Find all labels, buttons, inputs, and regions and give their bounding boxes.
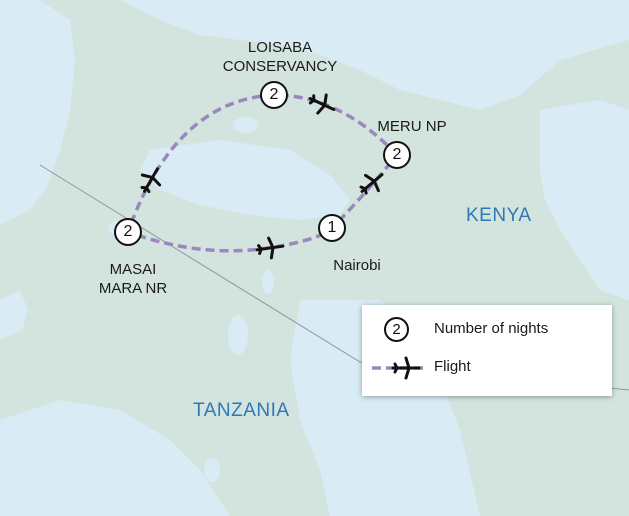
lake-victoria-lower [0,290,28,340]
legend-nights-marker: 2 [384,317,409,342]
stop-marker-nairobi: 1 [318,214,346,242]
water-channel-middle [140,140,350,220]
place-label-meru: MERU NP [377,118,447,135]
lake-small-central [262,270,274,294]
stop-marker-meru: 2 [383,141,411,169]
airplane-icon [255,236,285,260]
legend-flight-symbol [372,356,428,380]
stop-marker-loisaba: 2 [260,81,288,109]
lake-small-north [233,117,259,133]
place-label-nairobi: Nairobi [333,257,381,274]
country-label-tanzania: TANZANIA [193,400,290,421]
airplane-icon [359,173,384,195]
airplane-icon [308,93,336,115]
legend-flight-label: Flight [434,358,471,375]
place-label-loisaba: LOISABA CONSERVANCY [222,39,338,75]
airplane-icon [391,356,421,380]
water-channel-southeast [290,300,480,516]
legend-row-nights: 2 Number of nights [362,315,612,345]
lake-small-sw [204,458,220,482]
water-channel-north [120,0,629,110]
stop-marker-masai-mara: 2 [114,218,142,246]
airplane-icon [140,167,162,194]
water-channel-east [540,100,629,300]
water-channel-south [0,400,230,516]
place-label-masai-mara: MASAI MARA NR [98,261,168,297]
legend-nights-label: Number of nights [434,320,549,337]
lake-victoria [0,0,75,225]
lake-small-south [228,315,248,355]
country-label-kenya: KENYA [466,205,532,226]
legend-row-flight: Flight [362,353,612,383]
map-legend: 2 Number of nights Flight [362,305,612,396]
